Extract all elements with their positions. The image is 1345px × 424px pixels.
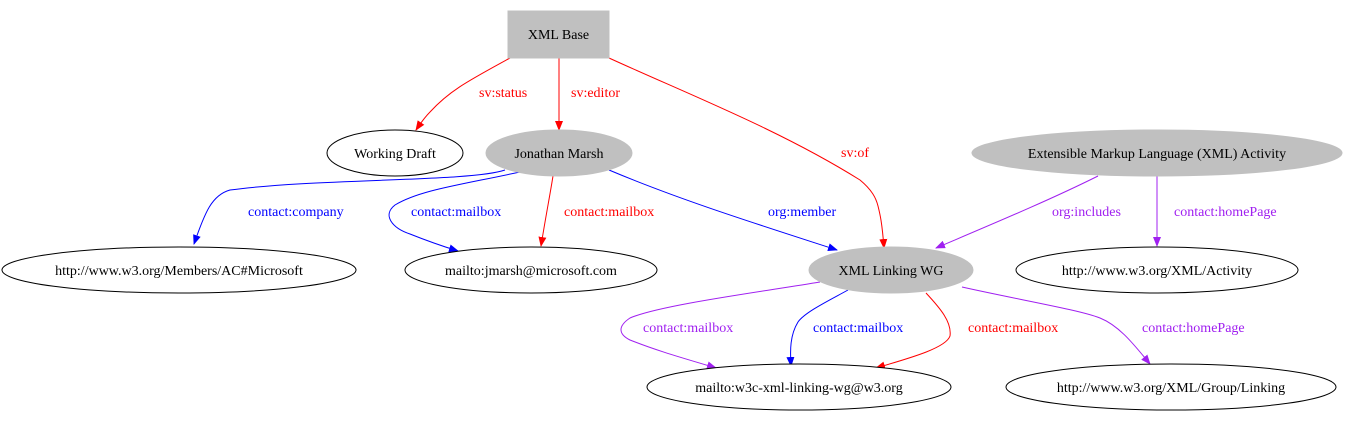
node-working-draft[interactable]: Working Draft: [326, 129, 464, 177]
node-linking-mail[interactable]: mailto:w3c-xml-linking-wg@w3.org: [646, 363, 952, 411]
edge-contact-company[interactable]: [193, 169, 506, 245]
edge-label-contact-company: contact:company: [248, 205, 344, 220]
edge-label-wg-mailbox-blue: contact:mailbox: [813, 321, 903, 336]
node-label: http://www.w3.org/XML/Activity: [1062, 264, 1252, 279]
node-label: mailto:jmarsh@microsoft.com: [445, 264, 617, 279]
node-label: Extensible Markup Language (XML) Activit…: [1028, 147, 1286, 162]
edge-org-member[interactable]: [608, 169, 838, 252]
node-label: Jonathan Marsh: [514, 147, 603, 162]
edge-sv-status[interactable]: [415, 57, 511, 131]
edge-label-org-member: org:member: [768, 205, 837, 220]
edge-label-wg-mailbox-red: contact:mailbox: [968, 321, 1058, 336]
node-label: XML Base: [528, 28, 589, 43]
edge-wg-mailbox-purple[interactable]: [620, 281, 821, 370]
node-label: XML Linking WG: [839, 264, 944, 279]
node-label: mailto:w3c-xml-linking-wg@w3.org: [695, 381, 902, 396]
edge-jm-mailbox-red[interactable]: [538, 175, 554, 247]
edge-label-org-includes: org:includes: [1052, 205, 1121, 220]
edge-label-wg-homepage: contact:homePage: [1142, 321, 1245, 336]
node-label: Working Draft: [354, 147, 436, 162]
edge-label-wg-mailbox-purple: contact:mailbox: [643, 321, 733, 336]
edge-sv-of[interactable]: [608, 57, 888, 249]
edge-wg-homepage[interactable]: [961, 286, 1151, 365]
node-linking-url[interactable]: http://www.w3.org/XML/Group/Linking: [1005, 363, 1337, 411]
node-xml-base[interactable]: XML Base: [507, 10, 610, 59]
node-xml-linking-wg[interactable]: XML Linking WG: [808, 246, 974, 294]
node-jmarsh-mail[interactable]: mailto:jmarsh@microsoft.com: [404, 246, 658, 294]
edge-jm-mailbox-blue[interactable]: [388, 171, 521, 253]
nodes: XML Base Working Draft Jonathan Marsh Ex…: [1, 10, 1343, 411]
edge-label-sv-status: sv:status: [479, 86, 527, 101]
node-xml-activity[interactable]: Extensible Markup Language (XML) Activit…: [971, 129, 1343, 177]
edge-label-activity-homepage: contact:homePage: [1174, 205, 1277, 220]
edges: sv:status sv:editor sv:of contact:compan…: [193, 57, 1277, 370]
node-ms-member[interactable]: http://www.w3.org/Members/AC#Microsoft: [1, 246, 357, 294]
node-label: http://www.w3.org/XML/Group/Linking: [1057, 381, 1285, 396]
edge-wg-mailbox-red[interactable]: [875, 292, 951, 370]
edge-wg-mailbox-blue[interactable]: [786, 289, 849, 367]
node-jonathan-marsh[interactable]: Jonathan Marsh: [485, 129, 633, 177]
edge-label-jm-mailbox-red: contact:mailbox: [564, 205, 654, 220]
node-label: http://www.w3.org/Members/AC#Microsoft: [55, 264, 303, 279]
node-xml-activity-url[interactable]: http://www.w3.org/XML/Activity: [1015, 246, 1299, 294]
edge-org-includes[interactable]: [935, 175, 1099, 249]
edge-label-sv-editor: sv:editor: [571, 86, 620, 101]
edge-label-sv-of: sv:of: [841, 146, 869, 161]
edge-label-jm-mailbox-blue: contact:mailbox: [411, 205, 501, 220]
